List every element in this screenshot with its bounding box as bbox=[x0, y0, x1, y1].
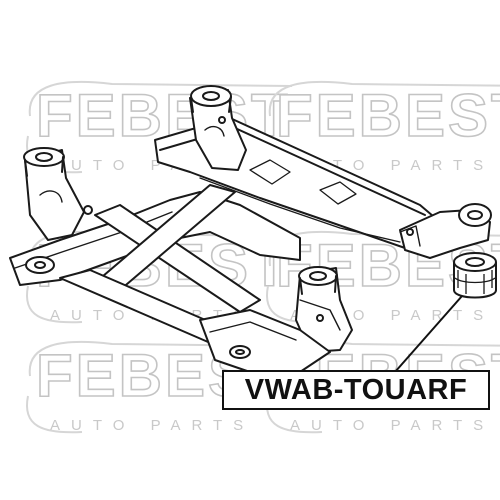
watermark-tagline: AUTO PARTS bbox=[50, 417, 255, 434]
watermark-tagline: AUTO PARTS bbox=[290, 417, 495, 434]
bushing-part bbox=[453, 252, 497, 299]
watermark-swoosh bbox=[25, 341, 293, 434]
watermark-brand: FEBEST bbox=[275, 82, 500, 149]
febest-watermark: FEBEST AUTO PARTS bbox=[22, 76, 302, 186]
cross-brace bbox=[94, 204, 261, 313]
part-number-label: VWAB-TOUARF bbox=[222, 370, 490, 410]
leader-line bbox=[394, 295, 463, 373]
